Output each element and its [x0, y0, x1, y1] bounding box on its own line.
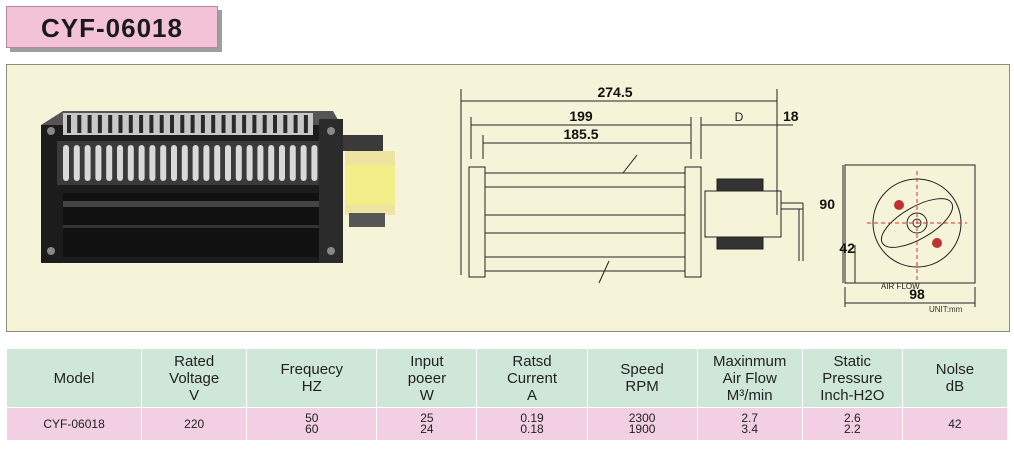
dim-199: 199: [569, 108, 593, 124]
dimension-drawing: 274.5 199 185.5 18 90 42 98 D AIR FLOW: [460, 84, 976, 307]
unit-label: UNIT:mm: [929, 305, 963, 314]
header-model: Model: [5, 348, 143, 408]
model-title: CYF-06018: [41, 13, 183, 43]
cell-voltage: 220: [141, 407, 248, 441]
air-flow-label: AIR FLOW: [881, 282, 920, 291]
dim-42: 42: [839, 240, 855, 256]
product-panel: 274.5 199 185.5 18 90 42 98 D AIR FLOW U…: [6, 64, 1010, 332]
cell-model: CYF-06018: [5, 407, 143, 441]
dim-185: 185.5: [563, 126, 598, 142]
dim-90: 90: [819, 196, 835, 212]
dim-d: D: [735, 110, 744, 124]
model-title-box: CYF-06018: [6, 6, 218, 48]
fan-photo: [41, 111, 395, 263]
dim-overall: 274.5: [597, 84, 632, 100]
cell-noise: 42: [901, 407, 1009, 441]
dim-18: 18: [783, 108, 799, 124]
dim-98: 98: [909, 286, 925, 302]
